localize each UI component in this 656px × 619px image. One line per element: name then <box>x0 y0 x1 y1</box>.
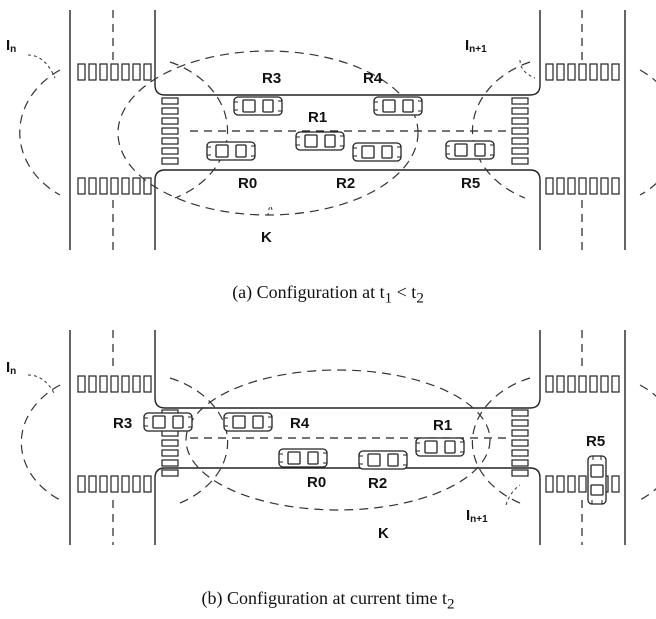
label-r5: R5 <box>461 175 480 192</box>
vehicle-r2 <box>352 142 402 162</box>
vehicle-r0 <box>278 448 328 468</box>
label-r5: R5 <box>586 433 605 450</box>
vehicle-r3 <box>143 412 193 432</box>
region-k-ellipse <box>185 369 491 511</box>
label-r3: R3 <box>262 70 281 87</box>
vehicle-r2 <box>358 450 408 470</box>
label-r4: R4 <box>290 415 310 432</box>
caption-a: (a) Configuration at t1 < t2 <box>232 282 424 307</box>
vehicle-r1 <box>415 437 465 457</box>
label-r2: R2 <box>336 175 355 192</box>
vehicle-r5 <box>587 455 607 505</box>
label-region-k: K <box>261 229 272 246</box>
label-r0: R0 <box>307 474 326 491</box>
label-r2: R2 <box>368 475 387 492</box>
vehicle-r1 <box>295 131 345 151</box>
panel-a: In In+1 K R3 R4 R1 R0 R2 R5 <box>6 10 656 250</box>
label-region-k: K <box>378 525 389 542</box>
label-intersection-n1: In+1 <box>466 507 488 525</box>
label-r3: R3 <box>113 415 132 432</box>
vehicle-r4 <box>373 96 423 116</box>
label-r4: R4 <box>363 70 383 87</box>
vehicle-r4 <box>223 412 273 432</box>
label-intersection-n: In <box>6 37 16 55</box>
vehicle-r3 <box>233 96 283 116</box>
label-intersection-n: In <box>6 359 16 377</box>
label-r0: R0 <box>238 175 257 192</box>
vehicle-r5 <box>445 140 495 160</box>
label-r1: R1 <box>308 109 327 126</box>
vehicle-r0 <box>206 141 256 161</box>
panel-b: In In+1 K R3 R4 R1 R0 R2 R5 <box>6 330 656 545</box>
label-intersection-n1: In+1 <box>465 37 487 55</box>
caption-b: (b) Configuration at current time t2 <box>201 588 455 613</box>
label-r1: R1 <box>433 417 452 434</box>
